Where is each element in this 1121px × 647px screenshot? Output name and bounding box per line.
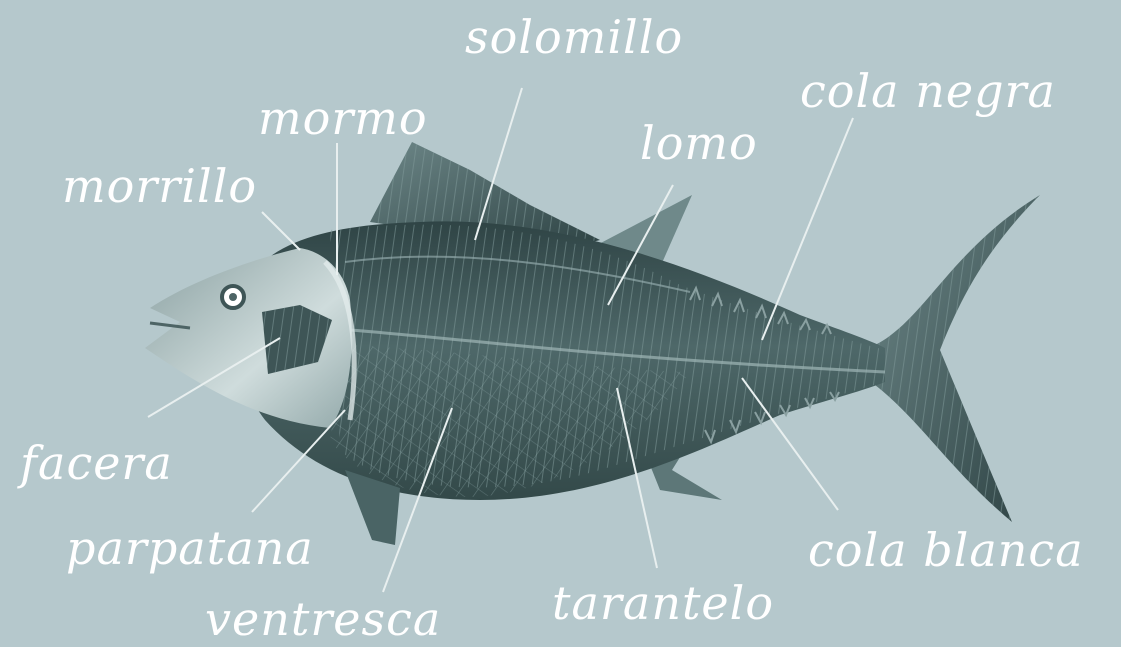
label-morrillo: morrillo <box>62 163 257 209</box>
label-solomillo: solomillo <box>465 14 683 60</box>
tail-fin-rays <box>875 195 1040 522</box>
label-ventresca: ventresca <box>205 596 441 642</box>
label-tarantelo: tarantelo <box>552 580 774 626</box>
label-parpatana: parpatana <box>66 525 314 571</box>
leader-cola-negra <box>762 118 853 340</box>
label-lomo: lomo <box>640 120 758 166</box>
fish-pupil <box>229 293 237 301</box>
label-cola-blanca: cola blanca <box>808 527 1084 573</box>
label-cola-negra: cola negra <box>800 68 1056 114</box>
leader-morrillo <box>262 212 300 250</box>
label-mormo: mormo <box>258 95 428 141</box>
label-facera: facera <box>20 440 173 486</box>
